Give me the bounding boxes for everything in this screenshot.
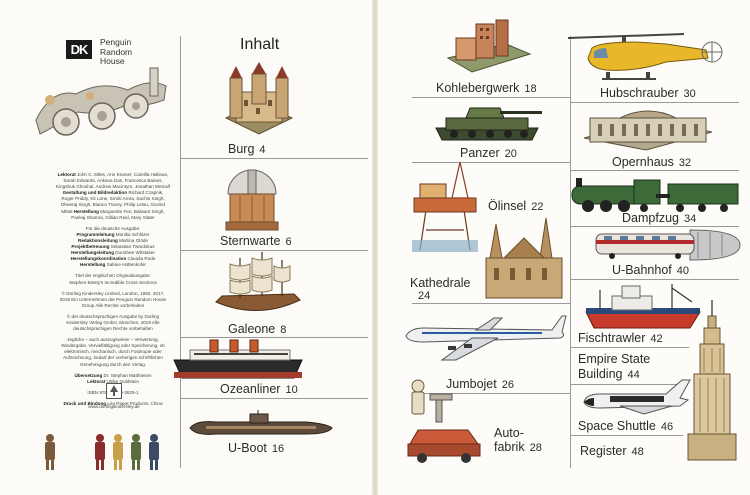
toc-rule (571, 226, 739, 227)
website: www.dorlingkindersley.de (88, 404, 140, 409)
toc-rule (571, 102, 739, 103)
toc-rule (571, 384, 683, 385)
sternwarte-illustration (225, 169, 279, 231)
ubahnhof-illustration (595, 229, 741, 261)
toc-rule (181, 337, 368, 338)
toc-rule (181, 158, 368, 159)
uboot-illustration (189, 410, 333, 435)
hubschrauber-illustration (567, 33, 723, 80)
left-page (0, 0, 375, 495)
column-divider (570, 36, 571, 468)
oelinsel-illustration (412, 161, 478, 252)
fsc-badge-icon (106, 383, 122, 399)
autofabrik-illustration (407, 379, 481, 463)
kathedrale-illustration (485, 217, 563, 299)
toc-title: Inhalt (240, 36, 280, 53)
toc-entry-kathedrale[interactable]: Kathedrale 24 (410, 276, 471, 302)
panzer-illustration (435, 107, 542, 141)
space-shuttle-illustration (583, 379, 691, 415)
dampfzug-illustration (571, 178, 739, 212)
ozeanliner-illustration (173, 339, 303, 379)
toc-rule (571, 170, 739, 171)
galeone-illustration (215, 252, 301, 311)
opernhaus-illustration (583, 110, 713, 151)
toc-rule (412, 393, 570, 394)
toc-rule (412, 303, 570, 304)
jumbojet-illustration (405, 315, 567, 361)
fischtrawler-illustration (585, 284, 701, 329)
dk-logo: DK (66, 40, 92, 59)
toc-rule (571, 347, 689, 348)
kohlebergwerk-illustration (446, 19, 532, 73)
toc-rule (571, 435, 683, 436)
toc-rule (181, 398, 368, 399)
figures-illustration (45, 434, 159, 470)
column-divider (180, 36, 181, 468)
toc-rule (412, 97, 570, 98)
cutaway-illustration (35, 67, 167, 136)
toc-rule (181, 250, 368, 251)
toc-rule (412, 162, 570, 163)
burg-illustration (224, 62, 294, 135)
empire-state-illustration (687, 300, 737, 461)
toc-rule (571, 279, 739, 280)
book-spine (372, 0, 378, 495)
publisher-name: Penguin Random House (100, 37, 133, 66)
imprint-credits: Lektorat John C. Miles, Ann Kramer, Cami… (56, 172, 170, 406)
